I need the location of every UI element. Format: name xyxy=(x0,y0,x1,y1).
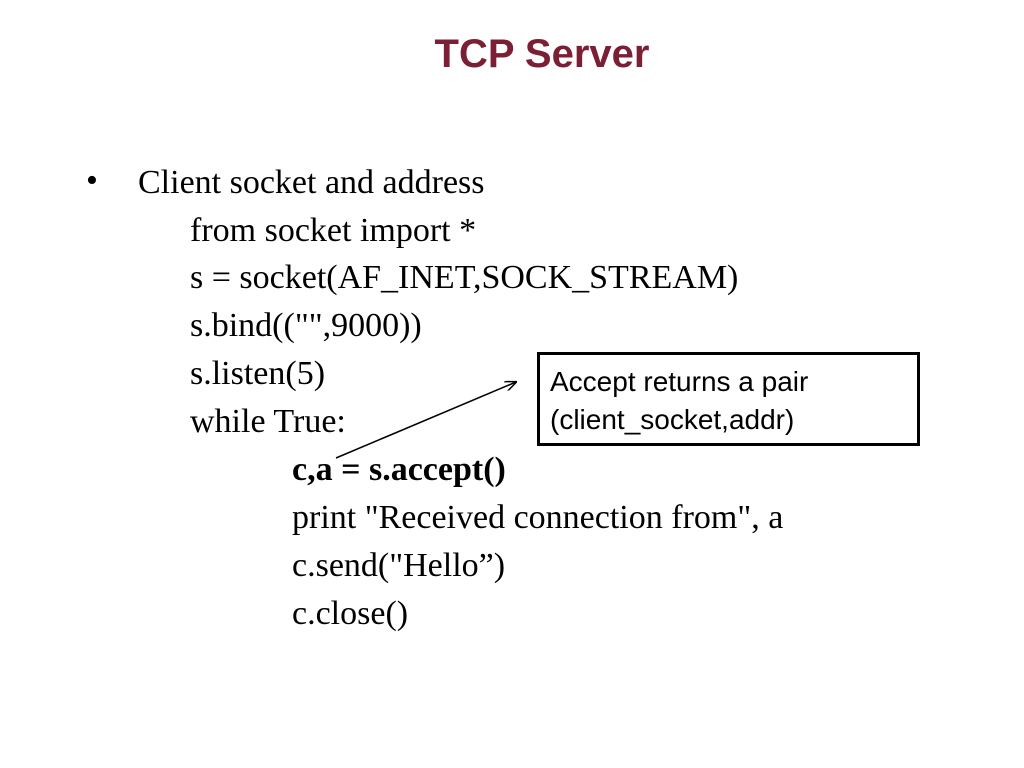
code-line-listen: s.listen(5) xyxy=(190,355,326,392)
arrow-line xyxy=(335,382,516,459)
code-line-bind: s.bind(("",9000)) xyxy=(190,307,422,344)
code-line-print: print "Received connection from", a xyxy=(292,499,784,536)
code-line-send: c.send("Hello”) xyxy=(292,547,506,584)
callout-box: Accept returns a pair (client_socket,add… xyxy=(537,352,920,446)
callout-line-1: Accept returns a pair xyxy=(550,366,809,397)
code-line-socket: s = socket(AF_INET,SOCK_STREAM) xyxy=(190,259,739,296)
bullet-text: Client socket and address xyxy=(138,164,485,201)
code-line-while: while True: xyxy=(190,403,346,440)
slide-title: TCP Server xyxy=(434,32,650,76)
callout-line-2: (client_socket,addr) xyxy=(550,404,795,435)
code-line-close: c.close() xyxy=(292,595,409,632)
code-line-accept: c,a = s.accept() xyxy=(292,451,506,488)
bullet-marker: • xyxy=(86,162,98,199)
code-line-import: from socket import * xyxy=(190,212,477,249)
